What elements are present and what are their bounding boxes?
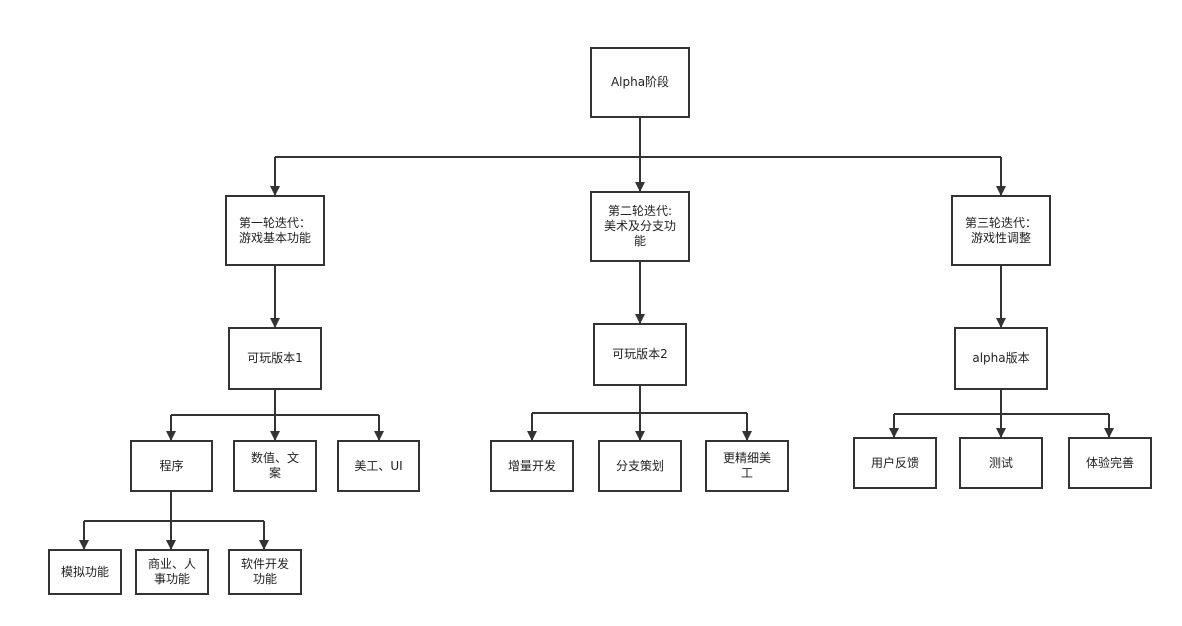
node-branch-planning: 分支策划 bbox=[598, 440, 682, 492]
node-finer-art: 更精细美 工 bbox=[705, 440, 789, 492]
node-playable-version-1: 可玩版本1 bbox=[228, 327, 322, 390]
node-playable-version-2: 可玩版本2 bbox=[593, 323, 687, 386]
node-numbers-copywriting: 数值、文 案 bbox=[233, 440, 317, 492]
node-software-dev-function: 软件开发 功能 bbox=[228, 549, 302, 595]
node-program: 程序 bbox=[130, 440, 213, 492]
node-alpha-version: alpha版本 bbox=[954, 327, 1048, 390]
node-iteration-1: 第一轮迭代： 游戏基本功能 bbox=[225, 195, 325, 266]
node-user-feedback: 用户反馈 bbox=[853, 437, 937, 489]
node-alpha-stage: Alpha阶段 bbox=[590, 47, 690, 118]
node-iteration-3: 第三轮迭代： 游戏性调整 bbox=[951, 195, 1051, 266]
node-incremental-dev: 增量开发 bbox=[490, 440, 574, 492]
node-business-hr-function: 商业、人 事功能 bbox=[135, 549, 209, 595]
node-experience-polish: 体验完善 bbox=[1068, 437, 1152, 489]
node-iteration-2: 第二轮迭代: 美术及分支功 能 bbox=[590, 191, 690, 262]
node-testing: 测试 bbox=[959, 437, 1043, 489]
node-art-ui: 美工、UI bbox=[337, 440, 420, 492]
node-simulation-function: 模拟功能 bbox=[48, 549, 122, 595]
